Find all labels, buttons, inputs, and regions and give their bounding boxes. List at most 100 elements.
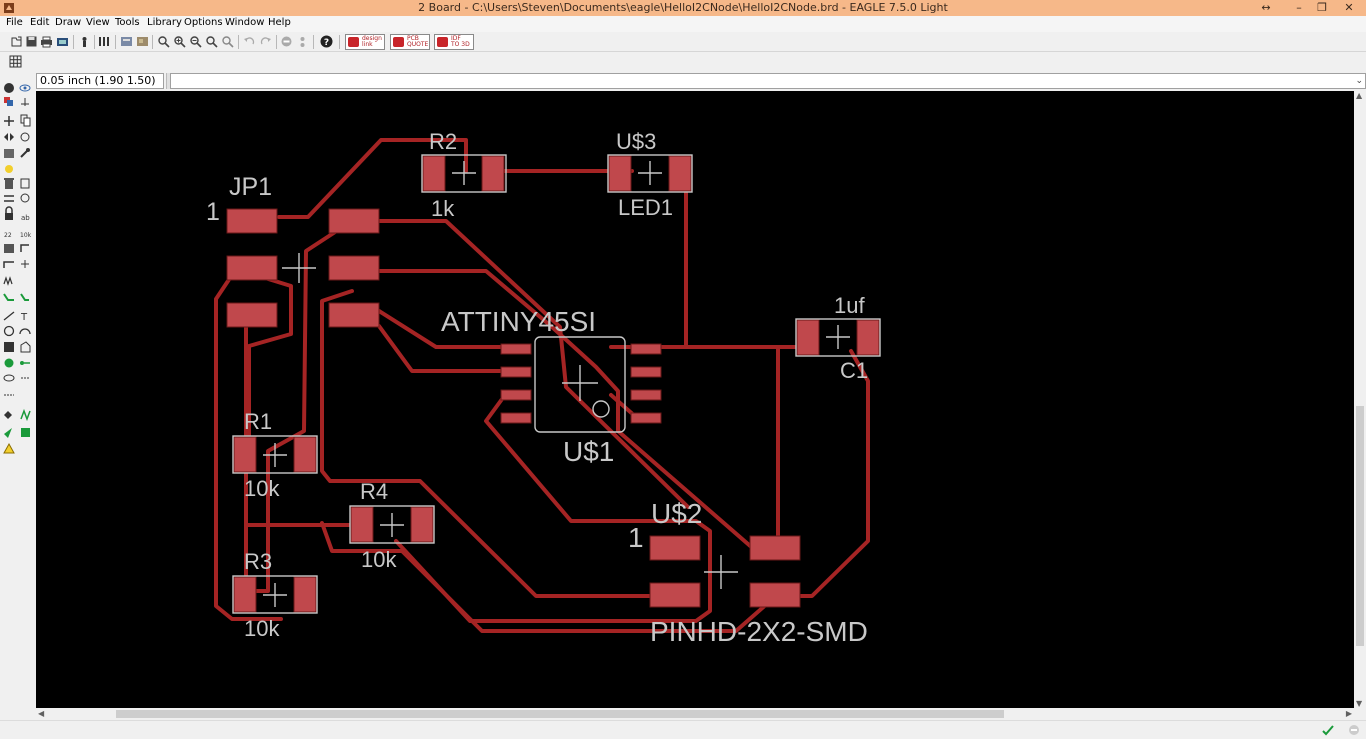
value-icon[interactable]: 22	[4, 232, 12, 239]
show-icon[interactable]	[19, 84, 31, 92]
pad-u1-1[interactable]	[500, 343, 532, 355]
smash-icon[interactable]: ab	[21, 214, 30, 222]
print-icon[interactable]	[40, 35, 53, 48]
layer-display-icon[interactable]	[98, 35, 111, 48]
pad-u1-8[interactable]	[630, 343, 662, 355]
menu-draw[interactable]: Draw	[55, 17, 82, 28]
pad-r1-2[interactable]	[293, 436, 317, 473]
pad-r1-1[interactable]	[233, 436, 257, 473]
route-icon[interactable]	[3, 261, 14, 268]
grid-icon[interactable]	[9, 55, 22, 68]
horizontal-scrollbar[interactable]: ◀ ▶	[36, 708, 1354, 720]
pad-u2-2[interactable]	[749, 535, 801, 561]
scroll-left-icon[interactable]: ◀	[38, 709, 45, 718]
move-icon[interactable]	[4, 116, 14, 126]
cam-processor-icon[interactable]	[56, 35, 69, 48]
ripup-icon[interactable]	[21, 260, 29, 268]
board-icon[interactable]	[136, 35, 149, 48]
add-icon[interactable]	[20, 178, 30, 189]
delete-icon[interactable]	[4, 178, 14, 189]
stop-icon[interactable]	[280, 35, 293, 48]
trace[interactable]	[377, 309, 507, 349]
trace[interactable]	[277, 138, 468, 219]
pcb-quote-button[interactable]: PCB QUOTE	[390, 34, 430, 50]
trace[interactable]	[377, 269, 758, 553]
arc-icon[interactable]	[19, 328, 31, 335]
text-icon[interactable]: T	[20, 312, 28, 323]
erc-icon[interactable]	[4, 428, 12, 438]
status-stop-icon[interactable]	[1348, 724, 1360, 739]
board-canvas[interactable]: JP1 1 R2 1k U$3 LED1 ATTINY45SI U$1 1uf …	[36, 91, 1354, 708]
restore-size-button[interactable]: ↔	[1261, 1, 1271, 14]
pad-u1-2[interactable]	[500, 366, 532, 378]
mark-icon[interactable]	[21, 98, 29, 106]
zoom-select-icon[interactable]	[205, 35, 218, 48]
pad-jp1-4[interactable]	[328, 208, 380, 234]
idf-to-3d-button[interactable]: IDF TO 3D	[434, 34, 474, 50]
trace[interactable]	[320, 289, 678, 598]
script-icon[interactable]	[78, 35, 91, 48]
menu-tools[interactable]: Tools	[115, 17, 140, 28]
mirror-icon[interactable]	[4, 133, 14, 141]
trace[interactable]	[214, 267, 283, 621]
trace[interactable]	[320, 349, 870, 633]
pad-jp1-2[interactable]	[226, 255, 278, 281]
scroll-down-icon[interactable]: ▼	[1356, 699, 1363, 708]
pad-u2-3[interactable]	[649, 582, 701, 608]
pad-u1-7[interactable]	[630, 366, 662, 378]
errors-icon[interactable]	[3, 442, 15, 454]
autorouter-icon[interactable]	[20, 408, 31, 422]
pad-u1-5[interactable]	[630, 412, 662, 424]
help-icon[interactable]: ?	[320, 35, 333, 48]
change-icon[interactable]	[20, 148, 30, 158]
menu-view[interactable]: View	[86, 17, 110, 28]
horizontal-scroll-thumb[interactable]	[116, 710, 1004, 718]
info-icon[interactable]	[4, 83, 14, 93]
redo-icon[interactable]	[259, 35, 272, 48]
hole-icon[interactable]	[3, 374, 15, 382]
command-line-input[interactable]: ⌄	[170, 73, 1366, 89]
scroll-right-icon[interactable]: ▶	[1345, 709, 1352, 718]
drc-icon[interactable]	[21, 428, 30, 437]
line-icon[interactable]	[3, 311, 15, 321]
signal-icon[interactable]	[20, 293, 29, 301]
pad-jp1-1[interactable]	[226, 208, 278, 234]
pad-u1-3[interactable]	[500, 389, 532, 401]
pad-u2-1[interactable]	[649, 535, 701, 561]
optimize-icon[interactable]	[20, 244, 29, 252]
close-button[interactable]: ✕	[1344, 1, 1354, 14]
pad-icon[interactable]	[20, 361, 30, 365]
replace-icon[interactable]	[20, 193, 30, 203]
meander-icon[interactable]	[3, 276, 13, 286]
trace[interactable]	[377, 219, 690, 509]
pad-c1-2[interactable]	[856, 319, 880, 356]
pinswap-icon[interactable]	[4, 195, 14, 202]
pad-r2-1[interactable]	[422, 155, 446, 192]
open-icon[interactable]	[10, 35, 23, 48]
pad-jp1-5[interactable]	[328, 255, 380, 281]
pad-r4-2[interactable]	[410, 506, 434, 543]
schematic-icon[interactable]	[120, 35, 133, 48]
pad-u3-1[interactable]	[608, 155, 632, 192]
pad-jp1-3[interactable]	[226, 302, 278, 328]
menu-library[interactable]: Library	[147, 17, 182, 28]
split-icon[interactable]	[4, 244, 14, 253]
rect-icon[interactable]	[4, 342, 14, 352]
pad-r3-2[interactable]	[293, 576, 317, 613]
menu-window[interactable]: Window	[225, 17, 265, 28]
pad-r2-2[interactable]	[481, 155, 505, 192]
scroll-up-icon[interactable]: ▲	[1356, 91, 1363, 100]
go-icon[interactable]	[296, 35, 309, 48]
name-icon[interactable]: 10k	[20, 232, 32, 239]
pad-r4-1[interactable]	[350, 506, 374, 543]
save-icon[interactable]	[25, 35, 38, 48]
display-icon[interactable]	[4, 97, 13, 106]
command-history-dropdown-icon[interactable]: ⌄	[1355, 76, 1363, 86]
pad-u1-4[interactable]	[500, 412, 532, 424]
redraw-icon[interactable]	[221, 35, 234, 48]
trace[interactable]	[377, 324, 507, 373]
pad-u1-6[interactable]	[630, 389, 662, 401]
undo-icon[interactable]	[243, 35, 256, 48]
pad-u3-2[interactable]	[668, 155, 692, 192]
group-icon[interactable]	[4, 149, 14, 158]
